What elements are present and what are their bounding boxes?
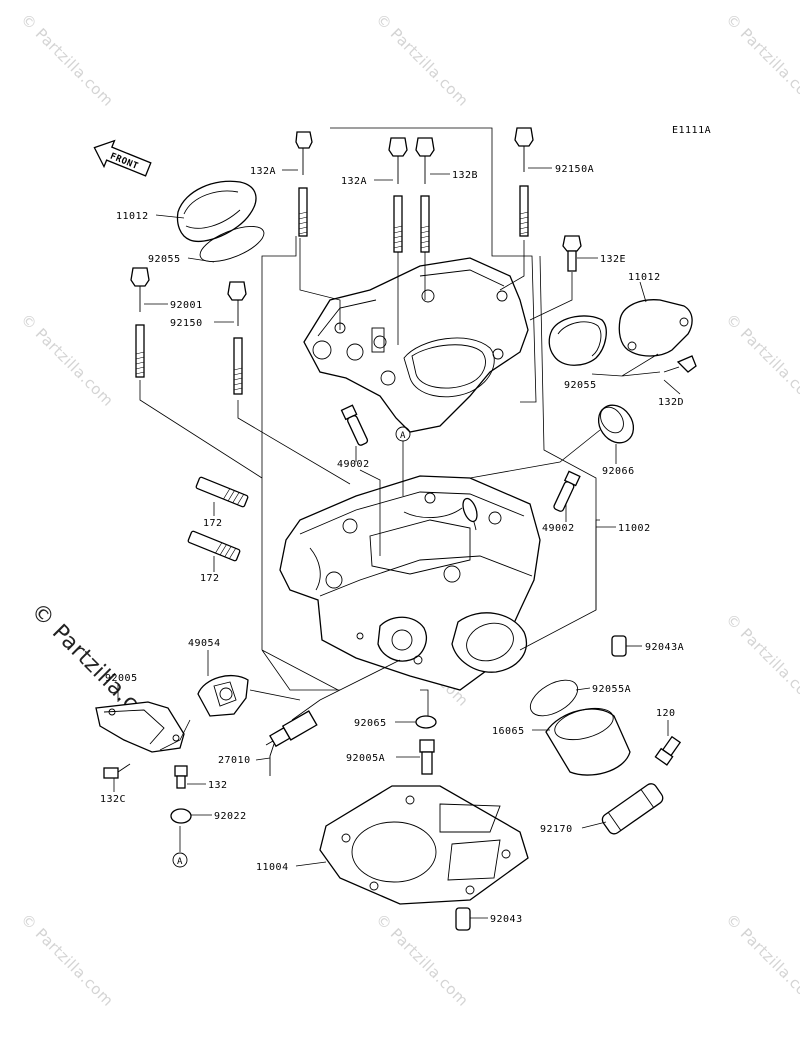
oring-92055a xyxy=(529,679,579,717)
callout-92065: 92065 xyxy=(354,718,387,729)
watermark: © Partzilla.com xyxy=(722,610,800,710)
washer-92065 xyxy=(415,715,437,729)
callout-92066: 92066 xyxy=(602,466,635,477)
clamp-92170 xyxy=(601,783,664,835)
cam-cap-left xyxy=(176,180,265,262)
callout-120: 120 xyxy=(656,708,676,719)
watermark: © Partzilla.com xyxy=(17,10,117,110)
camshaft-holder xyxy=(303,257,529,433)
seal-92066 xyxy=(597,404,635,444)
callout-132a: 132A xyxy=(341,176,367,187)
callout-92150: 92150 xyxy=(170,318,203,329)
spark-plug-lead xyxy=(269,743,275,776)
thermostat-49054 xyxy=(197,674,249,717)
callout-11012: 11012 xyxy=(628,272,661,283)
callout-132c: 132C xyxy=(100,794,126,805)
callout-92043a: 92043A xyxy=(645,642,684,653)
assembly-guide-lines xyxy=(139,127,601,751)
callout-132e: 132E xyxy=(600,254,626,265)
callout-92170: 92170 xyxy=(540,824,573,835)
callout-92005: 92005 xyxy=(105,673,138,684)
callout-132a: 132A xyxy=(250,166,276,177)
bolt-132 xyxy=(174,765,188,789)
callout-172: 172 xyxy=(200,573,220,584)
ref-marker-a: A xyxy=(400,431,406,441)
callout-132: 132 xyxy=(208,780,228,791)
stud-172-bottom xyxy=(187,530,241,562)
bolt-132b xyxy=(415,137,435,253)
callout-11012: 11012 xyxy=(116,211,149,222)
ref-marker-a: A xyxy=(177,857,183,867)
callout-92022: 92022 xyxy=(214,811,247,822)
callout-11002: 11002 xyxy=(618,523,651,534)
callout-49002: 49002 xyxy=(542,523,575,534)
callout-92055a: 92055A xyxy=(592,684,631,695)
stud-172-top xyxy=(195,476,249,508)
watermark: © Partzilla.com xyxy=(722,10,800,110)
callout-132b: 132B xyxy=(452,170,478,181)
front-arrow: FRONT xyxy=(93,139,152,177)
washer-92022 xyxy=(170,808,192,824)
callout-172: 172 xyxy=(203,518,223,529)
watermark: © Partzilla.com xyxy=(372,10,472,110)
callout-labels: 132A 132A 132B 92150A 11012 92055 92001 … xyxy=(100,164,684,925)
diagram-code: E1111A xyxy=(672,125,711,136)
bolt-92150 xyxy=(227,281,247,395)
bolt-132e xyxy=(562,235,582,272)
callout-16065: 16065 xyxy=(492,726,525,737)
bolt-92001 xyxy=(130,267,150,378)
callout-92005a: 92005A xyxy=(346,753,385,764)
callout-49054: 49054 xyxy=(188,638,221,649)
callout-27010: 27010 xyxy=(218,755,251,766)
intake-16065 xyxy=(545,707,631,776)
bolt-132a-left xyxy=(295,131,313,237)
dowel-92043a xyxy=(611,635,627,657)
gasket-11004 xyxy=(319,785,529,905)
callout-92055: 92055 xyxy=(148,254,181,265)
part-49002-right xyxy=(553,470,581,512)
callout-92055: 92055 xyxy=(564,380,597,391)
cam-cap-right xyxy=(548,299,697,373)
callout-11004: 11004 xyxy=(256,862,289,873)
callout-92043: 92043 xyxy=(490,914,523,925)
callout-leaders xyxy=(113,167,681,919)
watermark: © Partzilla.com xyxy=(722,910,800,1010)
callout-92001: 92001 xyxy=(170,300,203,311)
fitting-92005a xyxy=(419,739,435,775)
spark-plug-27010 xyxy=(265,710,318,748)
callout-49002: 49002 xyxy=(337,459,370,470)
bolt-92150a xyxy=(514,127,534,237)
housing-92005 xyxy=(95,701,185,753)
callout-132d: 132D xyxy=(658,397,684,408)
watermark: © Partzilla.com xyxy=(17,910,117,1010)
cylinder-head xyxy=(279,475,541,691)
bolt-120 xyxy=(654,735,682,766)
part-49002-left xyxy=(340,404,369,446)
watermark: © Partzilla.com xyxy=(722,310,800,410)
dowel-92043 xyxy=(455,907,471,931)
callout-92150a: 92150A xyxy=(555,164,594,175)
watermark: © Partzilla.com xyxy=(17,310,117,410)
bolt-132c xyxy=(103,763,131,779)
bolt-132a-mid xyxy=(388,137,408,253)
